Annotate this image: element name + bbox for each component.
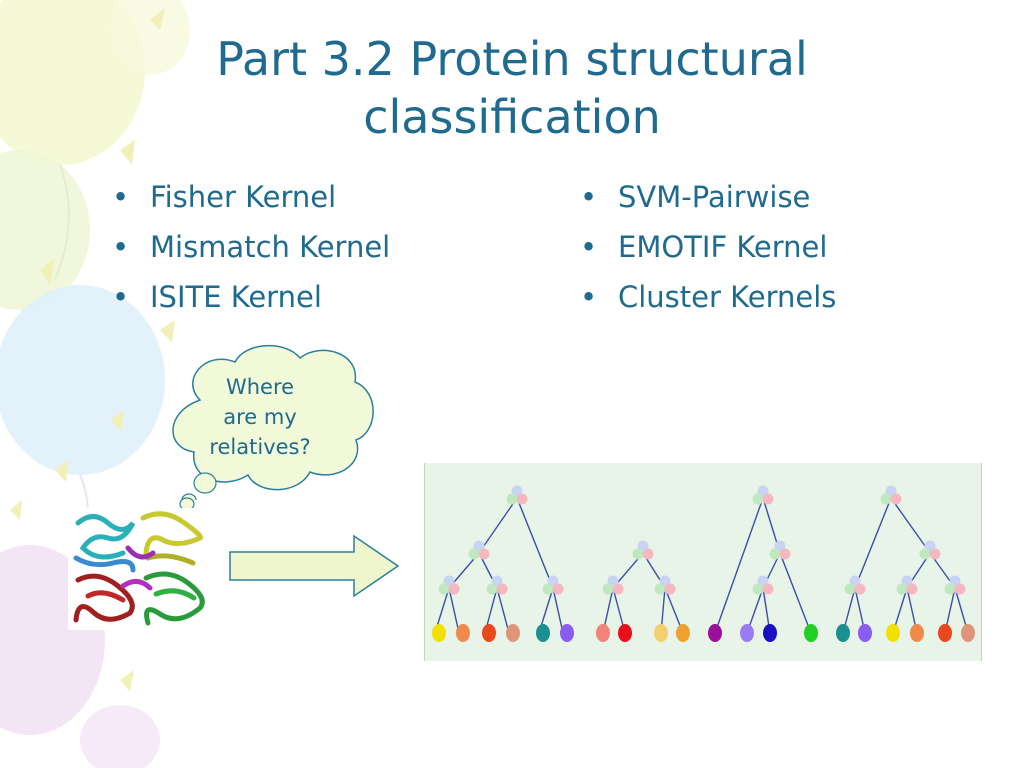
tree-leaf: [804, 624, 818, 642]
thought-line-2: are my: [223, 405, 297, 429]
tree-node: [752, 485, 774, 505]
tree-node: [486, 575, 508, 595]
tree-leaf: [708, 624, 722, 642]
tree-edge: [448, 587, 460, 634]
tree-leaf: [961, 624, 975, 642]
tree-edge: [496, 587, 510, 634]
bullet-text: EMOTIF Kernel: [618, 230, 828, 264]
bullet-text: Fisher Kernel: [150, 180, 337, 214]
tree-leaf: [836, 624, 850, 642]
right-arrow-icon: [229, 534, 400, 598]
protein-structure-image: [68, 508, 208, 630]
tree-node: [468, 540, 490, 560]
bullet-item: • Fisher Kernel: [112, 172, 390, 222]
tree-node: [896, 575, 918, 595]
tree-node: [919, 540, 941, 560]
bullet-dot: •: [580, 230, 598, 264]
tree-leaf: [536, 624, 550, 642]
bullet-dot: •: [112, 180, 130, 214]
yellow-balloon-small: [110, 0, 190, 75]
cluster-tree-diagram: [432, 485, 975, 642]
bullet-dot: •: [112, 230, 130, 264]
tree-leaf: [506, 624, 520, 642]
bullet-text: SVM-Pairwise: [618, 180, 811, 214]
tree-leaf: [432, 624, 446, 642]
tree-node: [769, 540, 791, 560]
tree-edge: [890, 497, 931, 554]
blue-balloon: [0, 285, 165, 475]
bullet-dot: •: [580, 280, 598, 314]
tree-node: [880, 485, 902, 505]
tree-leaf: [910, 624, 924, 642]
tree-edge: [714, 497, 764, 634]
bullet-item: • Cluster Kernels: [580, 272, 836, 322]
thought-bubble-text: Where are my relatives?: [190, 372, 330, 462]
bullet-text: Cluster Kernels: [618, 280, 837, 314]
slide-title: Part 3.2 Protein structural classificati…: [140, 30, 884, 146]
tree-leaf: [596, 624, 610, 642]
tree-leaf: [482, 624, 496, 642]
title-line-2: classification: [363, 90, 661, 144]
tree-edge: [552, 587, 564, 634]
tree-leaf: [938, 624, 952, 642]
tree-panel: [424, 463, 982, 661]
tree-edge: [779, 552, 812, 634]
tree-leaf: [858, 624, 872, 642]
thought-bubble: [172, 345, 374, 500]
bullet-item: • SVM-Pairwise: [580, 172, 836, 222]
tree-leaf: [654, 624, 668, 642]
thought-dot-large: [193, 472, 217, 494]
left-bullet-list: • Fisher Kernel • Mismatch Kernel • ISITE K…: [112, 172, 390, 322]
tree-node: [654, 575, 676, 595]
thought-line-1: Where: [225, 375, 295, 399]
tree-leaf: [676, 624, 690, 642]
tree-node: [752, 575, 774, 595]
tree-edge: [516, 497, 554, 589]
tree-node: [944, 575, 966, 595]
tree-node: [844, 575, 866, 595]
bullet-dot: •: [112, 280, 130, 314]
cloud-shape: [172, 345, 374, 491]
yellow-balloon: [0, 0, 145, 165]
confetti: [10, 8, 175, 692]
tree-leaf: [763, 624, 777, 642]
tree-leaf: [886, 624, 900, 642]
bullet-item: • ISITE Kernel: [112, 272, 390, 322]
tree-node: [542, 575, 564, 595]
bullet-item: • EMOTIF Kernel: [580, 222, 836, 272]
tree-node: [506, 485, 528, 505]
balloon-string: [54, 164, 70, 281]
tree-leaf: [618, 624, 632, 642]
purple-balloon-small: [80, 705, 160, 768]
tree-leaf: [456, 624, 470, 642]
right-bullet-list: • SVM-Pairwise • EMOTIF Kernel • Cluster Ke…: [580, 172, 836, 322]
bullet-item: • Mismatch Kernel: [112, 222, 390, 272]
tree-leaf: [560, 624, 574, 642]
bullet-text: ISITE Kernel: [150, 280, 322, 314]
tree-edge: [854, 497, 892, 589]
tree-node: [438, 575, 460, 595]
tree-node: [632, 540, 654, 560]
bullet-dot: •: [580, 180, 598, 214]
tree-leaf: [740, 624, 754, 642]
bullet-text: Mismatch Kernel: [150, 230, 391, 264]
tree-node: [602, 575, 624, 595]
tree-edge: [478, 497, 518, 554]
thought-line-3: relatives?: [209, 435, 311, 459]
title-line-1: Part 3.2 Protein structural: [216, 32, 808, 86]
